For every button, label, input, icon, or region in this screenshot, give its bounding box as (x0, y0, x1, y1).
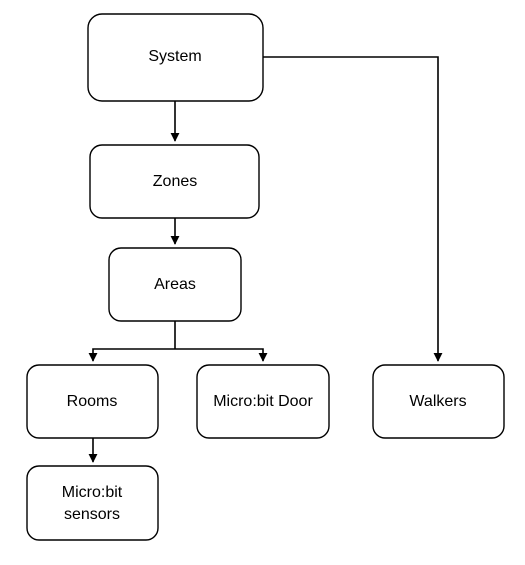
node-walkers: Walkers (372, 364, 505, 439)
node-system: System (87, 13, 264, 102)
node-walkers-label: Walkers (409, 393, 466, 410)
node-areas-label: Areas (154, 276, 196, 293)
node-microbit-sensors-line2: sensors (64, 506, 120, 523)
node-microbit-door-label: Micro:bit Door (213, 393, 313, 410)
node-zones-label: Zones (153, 173, 197, 190)
node-rooms-label: Rooms (67, 393, 118, 410)
node-microbit-door: Micro:bit Door (196, 364, 330, 439)
node-microbit-sensors-line1: Micro:bit (62, 484, 123, 501)
edge-system-walkers (263, 56, 443, 362)
node-areas: Areas (108, 247, 242, 322)
edge-areas-microbit-door (175, 348, 268, 362)
node-rooms: Rooms (26, 364, 159, 439)
node-zones: Zones (89, 144, 260, 219)
node-system-label: System (148, 48, 201, 65)
edge-areas-rooms (88, 348, 175, 362)
node-microbit-sensors: Micro:bit sensors (26, 465, 159, 541)
